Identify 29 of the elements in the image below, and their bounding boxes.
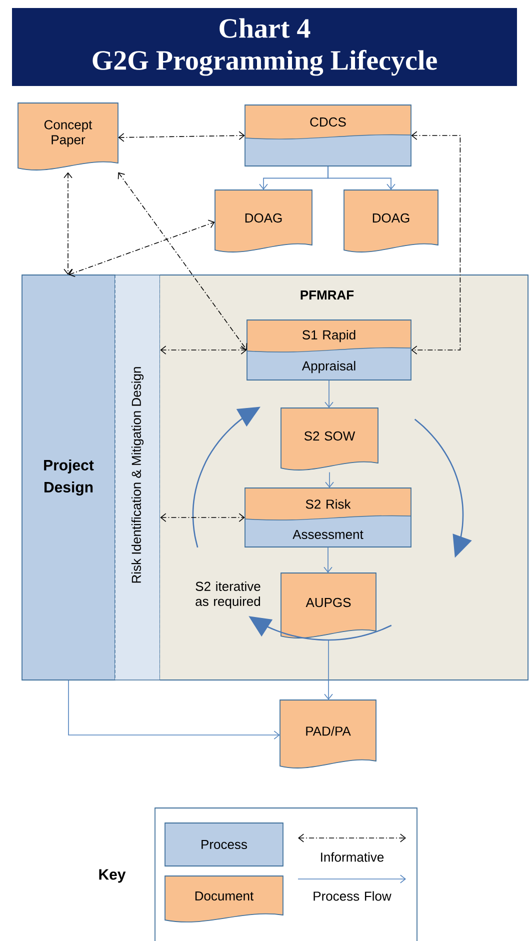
arrow — [324, 380, 334, 408]
legend-label: Process Flow — [314, 891, 392, 901]
document-box: Concept Paper — [18, 102, 118, 170]
process-box: CDCS — [244, 104, 412, 166]
document-box: PAD/PA — [280, 700, 376, 768]
dash-dot-arrow — [411, 131, 461, 354]
key-heading: Key — [99, 869, 126, 883]
document-box: S2 SOW — [280, 408, 378, 470]
document-box: AUPGS — [280, 572, 376, 638]
column-panel: Project Design — [22, 274, 116, 680]
arrow — [324, 546, 332, 573]
dash-dot-arrow — [160, 346, 247, 354]
arrow — [68, 680, 280, 740]
arrow — [328, 166, 396, 190]
dash-dot-arrow — [68, 220, 215, 278]
note-text: S2 iterative as required — [196, 581, 260, 609]
dash-dot-arrow — [64, 172, 72, 275]
column-label: Risk Identification & Mitigation Design — [130, 365, 145, 585]
document-box: DOAG — [344, 190, 438, 252]
arrow — [324, 640, 333, 700]
legend-label: Informative — [321, 852, 384, 862]
arrow — [325, 472, 334, 488]
process-box: S1 Rapid Appraisal — [246, 320, 412, 380]
dash-dot-arrow — [118, 131, 245, 142]
document-box: DOAG — [214, 190, 312, 252]
process-box: S2 Risk Assessment — [244, 488, 412, 548]
dash-dot-arrow — [160, 513, 245, 522]
title-banner: Chart 4 G2G Programming Lifecycle — [12, 8, 517, 86]
dash-dot-arrow — [118, 172, 248, 350]
